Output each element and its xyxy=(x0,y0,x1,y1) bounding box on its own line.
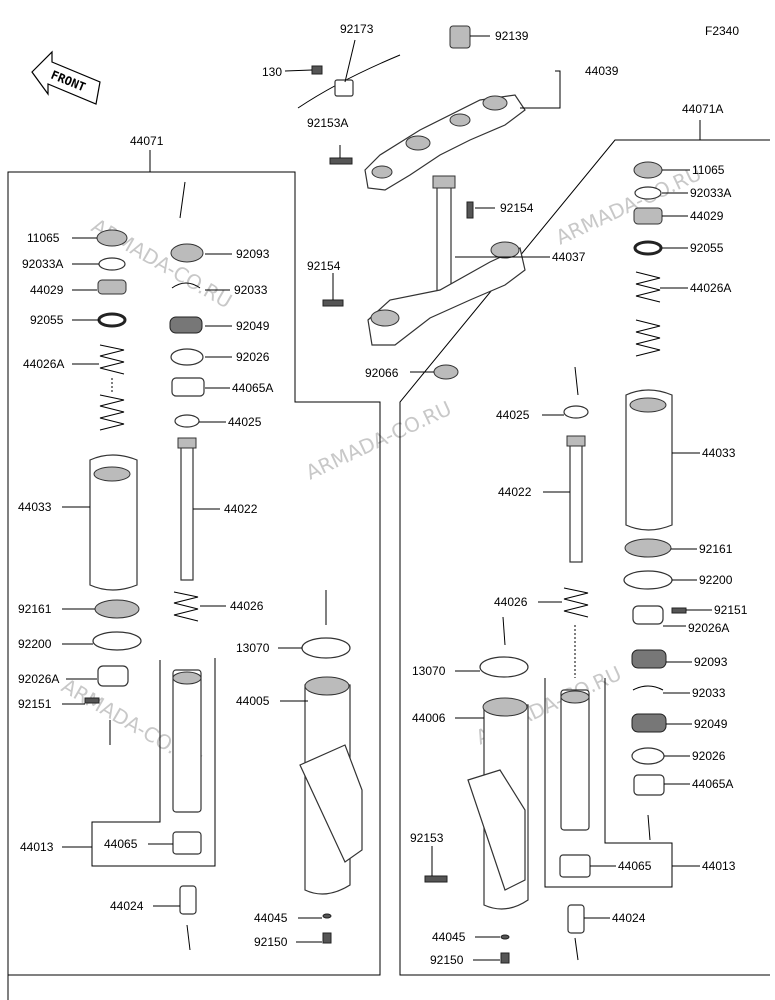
part-label: 92055 xyxy=(690,241,724,255)
part-label: 92173 xyxy=(340,22,374,36)
part-label: 92033A xyxy=(690,186,731,200)
part-label: 13070 xyxy=(236,641,270,655)
part-label: 92154 xyxy=(307,259,341,273)
part-label: 92150 xyxy=(430,953,464,967)
part-label: 92033 xyxy=(692,686,726,700)
part-label: 44024 xyxy=(110,899,144,913)
part-label: 92200 xyxy=(18,637,52,651)
part-label: 92139 xyxy=(495,29,529,43)
part-label: 44065A xyxy=(232,381,273,395)
left-leaders xyxy=(62,237,322,943)
part-label: 92153 xyxy=(410,831,444,845)
left-assembly-box xyxy=(7,171,381,1000)
watermark-text: ARMADA-CO.RU xyxy=(302,396,455,484)
part-label: 44029 xyxy=(30,283,64,297)
part-label: 92049 xyxy=(236,319,270,333)
assembly-code-right: 44071A xyxy=(682,102,723,116)
part-label: 92055 xyxy=(30,313,64,327)
front-arrow-icon: FRONT xyxy=(31,50,101,105)
part-label: 92049 xyxy=(694,717,728,731)
part-label: 92150 xyxy=(254,935,288,949)
upper-bracket-group xyxy=(284,25,561,380)
part-label: 44037 xyxy=(552,250,586,264)
part-label: 44022 xyxy=(224,502,258,516)
part-label: 44005 xyxy=(236,694,270,708)
part-label: 44029 xyxy=(690,209,724,223)
part-label: 44033 xyxy=(702,446,736,460)
part-label: 44045 xyxy=(254,911,288,925)
part-label: 11065 xyxy=(27,231,60,245)
part-label: 44065 xyxy=(618,859,652,873)
right-assembly-box xyxy=(399,139,770,976)
right-fork-parts xyxy=(424,161,700,964)
part-label: 92151 xyxy=(18,697,52,711)
part-label: 44039 xyxy=(585,64,619,78)
part-label: 92151 xyxy=(714,603,748,617)
part-label: 44026A xyxy=(690,281,731,295)
part-label: 92026 xyxy=(692,749,726,763)
part-label: 44024 xyxy=(612,911,646,925)
part-label: 92066 xyxy=(365,366,399,380)
part-label: 44013 xyxy=(702,859,736,873)
part-label: 44033 xyxy=(18,500,52,514)
watermarks: ARMADA-CO.RU ARMADA-CO.RU ARMADA-CO.RU A… xyxy=(58,161,706,773)
part-label: 92154 xyxy=(500,201,534,215)
part-label: 44065 xyxy=(104,837,138,851)
part-label: 44006 xyxy=(412,711,446,725)
part-label: 44022 xyxy=(498,485,532,499)
part-label: 92153A xyxy=(307,116,348,130)
watermark-text: ARMADA-CO.RU xyxy=(552,161,705,249)
part-label: 92093 xyxy=(236,247,270,261)
part-label: 92161 xyxy=(699,542,733,556)
part-label: 130 xyxy=(262,65,282,79)
part-label: 44025 xyxy=(228,415,262,429)
part-label: 92033A xyxy=(22,257,63,271)
part-label: 92161 xyxy=(18,602,52,616)
spring-icon xyxy=(99,344,125,431)
left-fork-parts xyxy=(84,181,363,951)
part-label: 11065 xyxy=(692,163,725,177)
part-label: 44026 xyxy=(230,599,264,613)
part-label: 44013 xyxy=(20,840,54,854)
part-label: 92033 xyxy=(234,283,268,297)
part-label: 44065A xyxy=(692,777,733,791)
part-label: 44025 xyxy=(496,408,530,422)
assembly-code-left: 44071 xyxy=(130,134,164,148)
part-label: 92200 xyxy=(699,573,733,587)
part-label: 92026A xyxy=(688,621,729,635)
part-label: 44045 xyxy=(432,930,466,944)
figure-code: F2340 xyxy=(705,24,739,38)
part-label: 92026A xyxy=(18,672,59,686)
right-leaders xyxy=(431,169,712,961)
part-label: 44026 xyxy=(494,595,528,609)
part-label: 92026 xyxy=(236,350,270,364)
part-label: 44026A xyxy=(23,357,64,371)
part-label: 13070 xyxy=(412,664,446,678)
part-label: 92093 xyxy=(694,655,728,669)
